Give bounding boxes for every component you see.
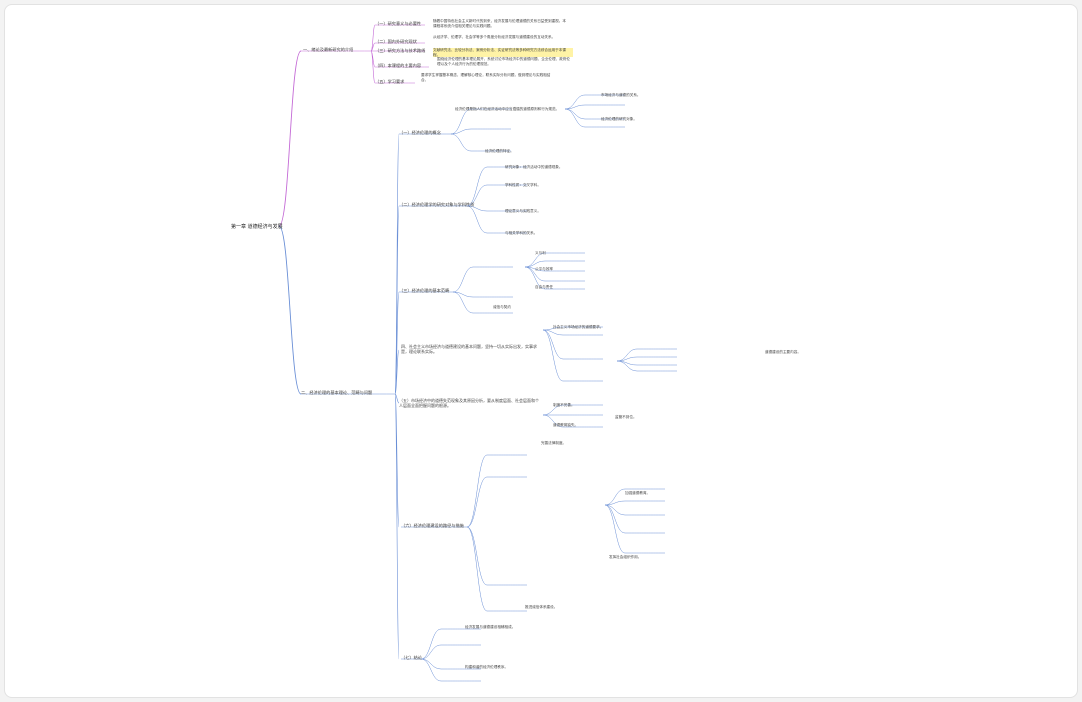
sec2-note: 道德教育缺失。 (553, 423, 579, 427)
connector-line (452, 291, 474, 314)
sec2-note: 市场经济与道德的关系。 (601, 93, 641, 97)
root-node[interactable]: 第一章 道德经济与发展 (231, 224, 283, 230)
connector-line (420, 658, 442, 670)
sec2-note: 经济伦理的特征。 (485, 149, 514, 153)
connector-line (420, 644, 442, 660)
section-1-title[interactable]: 一、绪论及最新研究的介绍 (303, 47, 354, 52)
sec2-note: 研究对象：经济活动中的道德现象。 (505, 165, 563, 169)
sec2-sub-label[interactable]: （一）经济伦理的概念 (399, 130, 441, 135)
connector-line (604, 500, 626, 506)
sec2-note: 发挥社会组织作用。 (609, 555, 642, 559)
sec1-item-text: 随着中国特色社会主义新时代的到来，经济发展与伦理道德的关系日益受到重视。本课程将… (433, 19, 566, 28)
sec2-note: 学科性质：交叉学科。 (505, 183, 541, 187)
sec2-sub-label[interactable]: （三）经济伦理的基本范畴 (399, 288, 450, 293)
connector-line (466, 476, 488, 528)
connector-line (394, 393, 400, 528)
connector-line (420, 658, 442, 682)
sec2-note: 经济发展与道德建设相辅相成。 (465, 625, 516, 629)
sec2-note: 自由与责任 (535, 285, 553, 289)
sec1-item-label[interactable]: （二）国内外研究现状 (375, 39, 417, 44)
connector-lines (278, 24, 677, 682)
connector-line (450, 108, 472, 135)
sec1-item-label[interactable]: （一）研究意义与必要性 (375, 21, 422, 26)
connector-line (450, 133, 472, 152)
sec2-note: 经济伦理的研究对象。 (601, 117, 637, 121)
sec1-item-text: 从经济学、伦理学、社会学等多个角度分析经济发展与道德建设的互动关系。 (433, 35, 556, 39)
sec2-note: 构建和谐的经济伦理秩序。 (465, 665, 509, 669)
sec2-note: 与相关学科的关系。 (505, 231, 538, 235)
sec2-sub-label[interactable]: 四、社会主义市场经济与道德建设的基本问题，坚持一切从实际出发，实事求是，理论联系… (401, 344, 537, 354)
sec1-item-text-highlighted: 文献研究法、比较分析法、案例分析法、实证研究法等多种研究方法综合运用于本课程。 (433, 48, 573, 58)
sec2-sub-label[interactable]: （七）结论 (401, 655, 422, 660)
connector-line (278, 50, 302, 227)
mindmap-canvas: 第一章 道德经济与发展 一、绪论及最新研究的介绍 （一）研究意义与必要性 随着中… (4, 4, 1078, 698)
connector-line (542, 404, 564, 416)
connector-line (604, 488, 626, 506)
sec2-note: 推进诚信体系建设。 (525, 605, 558, 609)
connector-line (524, 260, 546, 268)
connector-line (394, 393, 400, 404)
sec2-note: 道德建设的主要内容。 (765, 350, 801, 354)
sec2-note: 加强道德教育。 (625, 491, 651, 495)
connector-line (370, 50, 376, 84)
sec2-note: 诚信与契约 (493, 305, 511, 309)
connector-line (466, 526, 488, 612)
sec2-note: 经济伦理是指人们在经济活动中应当遵循的道德原则和行为规范。 (455, 107, 560, 111)
connector-line (616, 360, 638, 372)
connector-line (466, 166, 488, 207)
connector-line (524, 266, 546, 290)
sec2-sub-label[interactable]: （二）经济伦理学的研究对象与学科性质 (399, 202, 475, 207)
connector-line (564, 104, 586, 110)
sec1-item-label[interactable]: （五）学习要求 (375, 79, 405, 84)
sec1-item-text: 要求学生掌握基本概念，理解核心理论，联系实际分析问题，做到理论与实践相结合。 (421, 73, 551, 82)
connector-line (564, 94, 586, 110)
connector-line (394, 393, 400, 660)
connector-line (542, 329, 564, 336)
connector-line (564, 108, 586, 128)
sec2-note: 制度不完善。 (553, 403, 575, 407)
sec2-note: 理论意义与实践意义。 (505, 209, 541, 213)
connector-line (420, 628, 442, 660)
connector-line (370, 24, 376, 52)
sec2-note: 公平与效率 (535, 267, 553, 271)
connector-line (394, 291, 400, 395)
sec1-item-label[interactable]: （三）研究方法与技术路线 (375, 48, 426, 53)
connector-line (542, 414, 564, 428)
connector-line (466, 454, 488, 528)
sec2-note: 社会主义市场经济的道德要求。 (553, 325, 604, 329)
connector-line (394, 349, 400, 395)
connector-line (466, 205, 488, 234)
connector-line (452, 266, 474, 293)
connector-line (466, 526, 488, 586)
connector-line (542, 329, 564, 382)
sec2-note: 完善法律制度。 (541, 441, 567, 445)
section-2-title[interactable]: 二、经济伦理的基本理论、范畴与问题 (301, 390, 373, 395)
sec2-note: 义与利 (535, 251, 546, 255)
sec2-note: 监管不到位。 (615, 415, 637, 419)
sec2-sub-label[interactable]: （六）经济伦理建设的路径与措施 (401, 523, 464, 528)
connector-line (450, 128, 472, 135)
sec1-item-text: 围绕经济伦理的基本理论展开，系统讨论市场经济中的道德问题、企业伦理、政府伦理以及… (437, 57, 570, 66)
sec2-sub-label[interactable]: （五）市场经济中的道德失范现象及其原因分析，要从制度层面、社会层面和个人层面全面… (399, 398, 539, 408)
connector-line (278, 225, 302, 395)
connector-line (466, 205, 488, 212)
connector-line (604, 504, 626, 554)
sec1-item-label[interactable]: （四）本课程的主要内容 (375, 63, 422, 68)
connector-line (524, 252, 546, 268)
connector-line (466, 184, 488, 207)
